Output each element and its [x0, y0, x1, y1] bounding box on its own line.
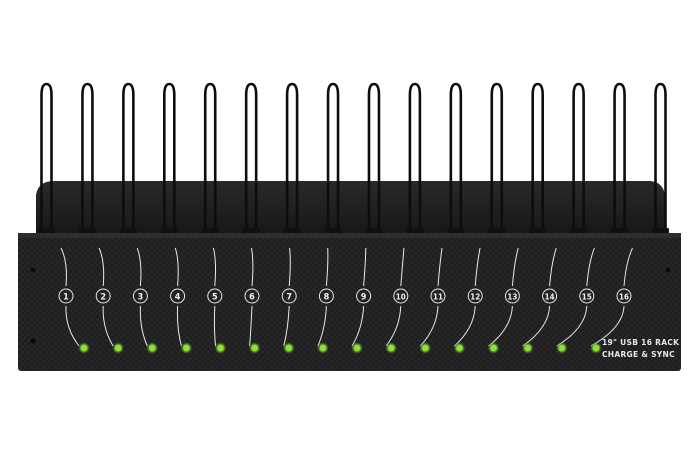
cable-loop — [163, 82, 176, 235]
port-number-3: 3 — [138, 293, 144, 303]
product-label-line1: 19" USB 16 RACK — [602, 338, 680, 347]
port-number-13: 13 — [507, 293, 517, 302]
screw-bottom-right — [665, 338, 671, 344]
port-guide-line — [136, 247, 148, 347]
port-number-1: 1 — [63, 293, 69, 303]
port-number-circle — [132, 288, 148, 304]
port-number-circle — [504, 288, 520, 304]
port-number-circle — [244, 288, 260, 304]
port-guide-line — [249, 247, 254, 347]
screw-bottom-left — [30, 338, 36, 344]
port-number-circle — [467, 288, 483, 304]
port-number-14: 14 — [545, 293, 555, 302]
port-number-circle — [318, 288, 334, 304]
cable-loop — [654, 82, 667, 235]
status-led — [251, 345, 258, 351]
status-led — [490, 345, 497, 351]
cable-loop — [326, 82, 340, 235]
port-guide-line — [351, 247, 367, 347]
port-number-circle — [356, 288, 372, 304]
port-guide-line — [317, 247, 329, 347]
status-led — [183, 345, 190, 351]
port-number-circle — [430, 288, 446, 304]
status-led — [319, 345, 326, 351]
port-number-circle — [393, 288, 409, 304]
status-led — [149, 345, 156, 351]
cable-loop — [367, 82, 381, 235]
port-number-10: 10 — [396, 293, 406, 302]
port-number-circle — [207, 288, 223, 304]
status-led — [524, 345, 531, 351]
port-guide-line — [98, 247, 114, 347]
status-led — [558, 345, 565, 351]
port-number-8: 8 — [324, 293, 330, 303]
port-guide-line — [283, 247, 291, 347]
port-number-circle — [281, 288, 297, 304]
cable-loop — [613, 82, 626, 235]
screw-top-right — [665, 267, 671, 273]
cable-loop — [285, 82, 299, 235]
port-number-5: 5 — [212, 293, 218, 303]
status-led — [354, 345, 361, 351]
cable-loop — [408, 82, 422, 235]
cable-loop — [122, 82, 135, 235]
port-number-2: 2 — [100, 293, 106, 303]
cable-loop — [40, 82, 53, 235]
status-led — [217, 345, 224, 351]
cable-loop — [531, 82, 544, 235]
port-guide-line — [60, 247, 80, 347]
port-number-4: 4 — [175, 293, 181, 303]
status-led — [593, 345, 599, 351]
status-led — [285, 345, 292, 351]
cable-loop — [572, 82, 585, 235]
port-number-6: 6 — [249, 293, 255, 303]
port-number-circle — [170, 288, 186, 304]
cable-loop — [490, 82, 504, 235]
port-number-11: 11 — [433, 293, 443, 302]
port-guide-line — [174, 247, 182, 347]
status-led — [115, 345, 122, 351]
port-number-9: 9 — [361, 293, 367, 303]
status-led — [388, 345, 395, 351]
port-number-circle — [579, 288, 595, 304]
cable-loop — [449, 82, 463, 235]
cable-loop — [244, 82, 258, 235]
port-number-circle — [542, 288, 558, 304]
cable-loop — [203, 82, 217, 235]
port-number-16: 16 — [619, 293, 629, 302]
screw-top-left — [30, 267, 36, 273]
back-plate — [36, 181, 665, 240]
front-panel — [18, 233, 681, 371]
product-label-line2: CHARGE & SYNC — [602, 350, 675, 359]
port-number-circle — [58, 288, 74, 304]
status-led — [456, 345, 463, 351]
cable-loop — [81, 82, 94, 235]
port-number-7: 7 — [286, 293, 292, 303]
port-number-15: 15 — [582, 293, 592, 302]
front-panel-top-edge — [18, 233, 681, 238]
status-led — [422, 345, 429, 351]
port-number-circle — [616, 288, 632, 304]
port-guide-line — [212, 247, 217, 347]
port-number-12: 12 — [470, 293, 480, 302]
status-led — [81, 345, 87, 351]
port-number-circle — [95, 288, 111, 304]
